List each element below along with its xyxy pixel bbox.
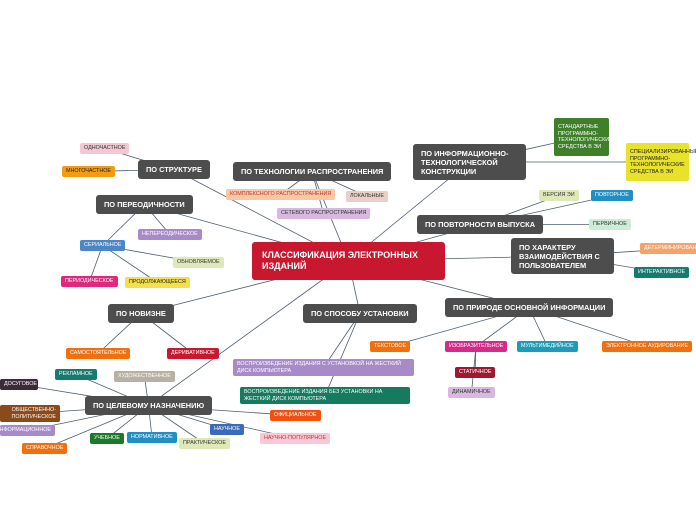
branch-info[interactable]: ПО ИНФОРМАЦИОННО-ТЕХНОЛОГИЧЕСКОЙ КОНСТРУ… [413, 144, 526, 180]
leaf-c10[interactable]: НАУЧНОЕ [210, 424, 244, 435]
leaf-t2[interactable]: ЛОКАЛЬНЫЕ [346, 191, 388, 202]
leaf-n3[interactable]: МУЛЬТИМЕДИЙНОЕ [517, 341, 578, 352]
branch-nature[interactable]: ПО ПРИРОДЕ ОСНОВНОЙ ИНФОРМАЦИИ [445, 298, 614, 317]
leaf-h2[interactable]: ИНТЕРАКТИВНОЕ [634, 267, 690, 278]
leaf-c4[interactable]: ОБЩЕСТВЕННО-ПОЛИТИЧЕСКОЕ [0, 405, 60, 422]
branch-tech[interactable]: ПО ТЕХНОЛОГИИ РАСПРОСТРАНЕНИЯ [233, 162, 392, 181]
leaf-t1[interactable]: КОМПЛЕКСНОГО РАСПРОСТРАНЕНИЯ [226, 189, 336, 200]
branch-novelty[interactable]: ПО НОВИЗНЕ [108, 304, 174, 323]
leaf-s1[interactable]: ОДНОЧАСТНОЕ [80, 143, 130, 154]
branch-method[interactable]: ПО СПОСОБУ УСТАНОВКИ [303, 304, 417, 323]
leaf-p2[interactable]: СЕРИАЛЬНОЕ [80, 240, 126, 251]
leaf-r3[interactable]: ПЕРВИЧНОЕ [589, 219, 631, 230]
leaf-i2[interactable]: СПЕЦИАЛИЗИРОВАННЫЕ ПРОГРАММНО-ТЕХНОЛОГИЧ… [626, 143, 696, 181]
branch-period[interactable]: ПО ПЕРЕОДИЧНОСТИ [96, 195, 193, 214]
leaf-s2[interactable]: МНОГОЧАСТНОЕ [62, 166, 116, 177]
leaf-n2[interactable]: ИЗОБРАЗИТЕЛЬНОЕ [445, 341, 508, 352]
leaf-v2[interactable]: ДЕРИВАТИВНОЕ [167, 348, 219, 359]
leaf-p3[interactable]: ОБНОВЛЯЕМОЕ [173, 257, 224, 268]
leaf-c1[interactable]: РЕКЛАМНОЕ [55, 369, 97, 380]
leaf-m1[interactable]: ВОСПРОИЗВЕДЕНИЕ ИЗДАНИЯ С УСТАНОВКОЙ НА … [233, 359, 414, 376]
leaf-c9[interactable]: ПРАКТИЧЕСКОЕ [179, 438, 230, 449]
branch-purpose[interactable]: ПО ЦЕЛЕВОМУ НАЗНАЧЕНИЮ [85, 396, 213, 415]
branch-repeat[interactable]: ПО ПОВТОРНОСТИ ВЫПУСКА [417, 215, 544, 234]
leaf-c7[interactable]: УЧЕБНОЕ [90, 433, 124, 444]
leaf-p1[interactable]: НЕПЕРЕОДИЧЕСКОЕ [138, 229, 202, 240]
leaf-c3[interactable]: ДОСУГОВОЕ [0, 379, 38, 390]
leaf-c2[interactable]: ХУДОЖЕСТВЕННОЕ [114, 371, 175, 382]
leaf-c8[interactable]: НОРМАТИВНОЕ [127, 432, 177, 443]
leaf-i1[interactable]: СТАНДАРТНЫЕ ПРОГРАММНО-ТЕХНОЛОГИЧЕСКИЕ С… [554, 118, 613, 156]
leaf-r2[interactable]: ПОВТОРНОЕ [591, 190, 633, 201]
leaf-n6[interactable]: ДИНАМИЧНОЕ [448, 387, 495, 398]
branch-struct[interactable]: ПО СТРУКТУРЕ [138, 160, 210, 179]
connector-method-m2 [324, 313, 361, 396]
leaf-c12[interactable]: НАУЧНО-ПОПУЛЯРНОЕ [260, 433, 331, 444]
leaf-c6[interactable]: СПРАВОЧНОЕ [22, 443, 68, 454]
leaf-n4[interactable]: ЭЛЕКТРОННОЕ АУДИРОВАНИЕ [602, 341, 693, 352]
leaf-m2[interactable]: ВОСПРОИЗВЕДЕНИЕ ИЗДАНИЯ БЕЗ УСТАНОВКИ НА… [240, 387, 410, 404]
leaf-c5[interactable]: ИНФОРМАЦИОННОЕ [0, 425, 55, 436]
leaf-n1[interactable]: ТЕКСТОВОЕ [370, 341, 411, 352]
leaf-p4[interactable]: ПЕРИОДИЧЕСКОЕ [61, 276, 118, 287]
branch-interact[interactable]: ПО ХАРАКТЕРУ ВЗАИМОДЕЙСТВИЯ С ПОЛЬЗОВАТЕ… [511, 238, 614, 274]
leaf-t3[interactable]: СЕТЕВОГО РАСПРОСТРАНЕНИЯ [277, 208, 371, 219]
root-node[interactable]: КЛАССИФИКАЦИЯ ЭЛЕКТРОННЫХ ИЗДАНИЙ [252, 242, 445, 280]
leaf-p5[interactable]: ПРОДОЛЖАЮЩЕЕСЯ [125, 277, 190, 288]
leaf-r1[interactable]: ВЕРСИЯ ЭИ [539, 190, 579, 201]
leaf-n5[interactable]: СТАТИЧНОЕ [455, 367, 496, 378]
leaf-c11[interactable]: ОФИЦИАЛЬНОЕ [270, 410, 321, 421]
leaf-h1[interactable]: ДЕТЕРМИНИРОВАННЫЕ [640, 243, 696, 254]
leaf-v1[interactable]: САМОСТОЯТЕЛЬНОЕ [66, 348, 131, 359]
